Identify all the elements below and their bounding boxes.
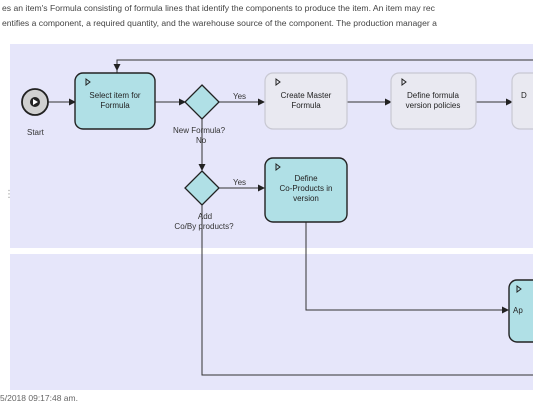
task-approve-line1: Ap bbox=[513, 306, 523, 315]
intro-text: es an item's Formula consisting of formu… bbox=[2, 1, 533, 31]
play-icon bbox=[85, 78, 91, 86]
gateway1-no-label: No bbox=[196, 136, 207, 145]
task-define-policies[interactable]: Define formula version policies bbox=[390, 72, 477, 130]
task-coproducts-line1: Define bbox=[294, 174, 318, 183]
gateway2-question-line1: Add bbox=[198, 212, 212, 221]
flow-loopback bbox=[116, 59, 533, 73]
task-select-item[interactable]: Select item for Formula bbox=[74, 72, 156, 130]
task-partial-right[interactable]: D bbox=[511, 72, 533, 130]
task-coproducts-line3: version bbox=[293, 194, 319, 203]
task-create-master[interactable]: Create Master Formula bbox=[264, 72, 348, 130]
intro-line-1: es an item's Formula consisting of formu… bbox=[2, 3, 435, 13]
play-icon bbox=[275, 163, 281, 171]
gateway-new-formula[interactable] bbox=[184, 84, 220, 120]
task-define-policies-line1: Define formula bbox=[407, 91, 460, 100]
task-define-coproducts[interactable]: Define Co-Products in version bbox=[264, 157, 348, 223]
gateway1-yes-label: Yes bbox=[233, 92, 246, 101]
task-approve-partial[interactable]: Ap bbox=[508, 279, 533, 343]
connectors bbox=[48, 59, 533, 376]
gateway2-yes-label: Yes bbox=[233, 178, 246, 187]
intro-line-2: entifies a component, a required quantit… bbox=[2, 18, 437, 28]
swimlane-2 bbox=[10, 254, 533, 390]
start-event[interactable] bbox=[21, 88, 49, 116]
start-label: Start bbox=[27, 128, 45, 137]
task-create-master-line1: Create Master bbox=[281, 91, 332, 100]
task-coproducts-line2: Co-Products in bbox=[280, 184, 333, 193]
gateway2-question-line2: Co/By products? bbox=[174, 222, 234, 231]
task-create-master-line2: Formula bbox=[291, 101, 321, 110]
flow-gateway2-down bbox=[201, 205, 533, 376]
play-icon bbox=[275, 78, 281, 86]
play-icon bbox=[401, 78, 407, 86]
task-partial-right-line1: D bbox=[521, 91, 527, 100]
task-define-policies-line2: version policies bbox=[406, 101, 461, 110]
gateway-add-coby[interactable] bbox=[184, 170, 220, 206]
gateway1-question-label: New Formula? bbox=[173, 126, 226, 135]
task-select-item-line1: Select item for bbox=[89, 91, 140, 100]
task-select-item-line2: Formula bbox=[100, 101, 130, 110]
flow-coproducts-down bbox=[305, 222, 509, 314]
drag-handle-icon[interactable]: ⋮ bbox=[4, 189, 14, 200]
play-icon bbox=[516, 285, 522, 293]
footer-timestamp: 5/2018 09:17:48 am. bbox=[0, 393, 78, 403]
